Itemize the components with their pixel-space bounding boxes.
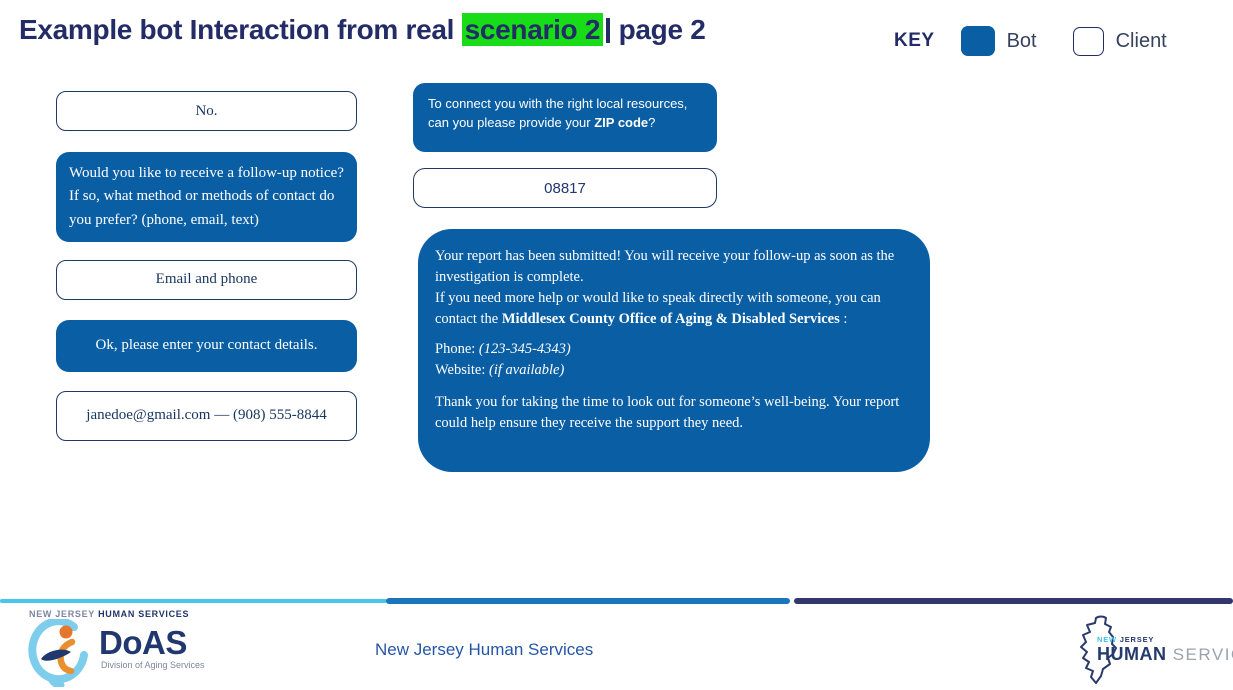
- doas-topline-newjersey: NEW JERSEY: [29, 609, 99, 619]
- doas-acronym: DoAS: [99, 624, 187, 661]
- chat-bubble-client: janedoe@gmail.com — (908) 555-8844: [56, 390, 357, 441]
- title-text-pre: Example bot Interaction from real: [19, 14, 462, 45]
- chat-thread-right: To connect you with the right local reso…: [413, 83, 717, 208]
- chat-thread-left: No. Would you like to receive a follow-u…: [56, 91, 357, 441]
- chat-bubble-bot: Ok, please enter your contact details.: [56, 319, 357, 372]
- doas-person-icon: [28, 619, 88, 687]
- footer-divider-navy: [794, 598, 1233, 604]
- bot-color-swatch: [960, 26, 995, 56]
- chat-bubble-bot-final: Your report has been submitted! You will…: [418, 229, 930, 472]
- final-line2-post: :: [839, 311, 848, 328]
- final-paragraph-1: Your report has been submitted! You will…: [435, 246, 910, 330]
- client-color-swatch: [1072, 26, 1104, 56]
- njhs-small-line: NEW JERSEY: [1097, 635, 1233, 644]
- phone-label: Phone:: [435, 341, 479, 358]
- thanks-text: Thank you for taking the time to look ou…: [435, 394, 900, 432]
- njhs-big-line: HUMAN SERVICES: [1097, 644, 1233, 665]
- njhs-human: HUMAN: [1097, 644, 1167, 664]
- njhs-services: SERVICES: [1172, 645, 1233, 664]
- footer-divider-cyan: [0, 599, 387, 603]
- doas-topline-humanservices: HUMAN SERVICES: [98, 609, 190, 619]
- njhs-logo-text: NEW JERSEY HUMAN SERVICES: [1097, 635, 1233, 665]
- title-text-post: page 2: [611, 14, 706, 45]
- final-paragraph-thanks: Thank you for taking the time to look ou…: [435, 392, 910, 434]
- client-label: Client: [1115, 29, 1167, 52]
- chat-bubble-bot: Would you like to receive a follow-up no…: [56, 152, 357, 242]
- zip-prompt-bold: ZIP code: [594, 114, 649, 130]
- final-paragraph-contact: Phone: (123-345-4343) Website: (if avail…: [435, 339, 910, 381]
- legend-key: KEY Bot Client: [894, 26, 1167, 56]
- doas-logo-topline: NEW JERSEY HUMAN SERVICES: [29, 609, 189, 619]
- doas-subtitle: Division of Aging Services: [101, 660, 205, 670]
- footer-center-text: New Jersey Human Services: [375, 640, 594, 659]
- final-line2-pre: If you need more help or would like to s…: [435, 290, 881, 328]
- chat-bubble-bot: To connect you with the right local reso…: [413, 83, 717, 152]
- title-highlight: scenario 2: [461, 13, 604, 46]
- website-label: Website:: [435, 362, 489, 379]
- njhs-logo: NEW JERSEY HUMAN SERVICES: [1072, 614, 1233, 686]
- page-title: Example bot Interaction from real scenar…: [19, 13, 706, 46]
- bot-label: Bot: [1006, 29, 1037, 52]
- new-jersey-state-outline-icon: [1080, 615, 1117, 684]
- website-value: (if available): [489, 362, 565, 379]
- zip-prompt-pre: To connect you with the right local reso…: [428, 96, 688, 130]
- njhs-jersey: JERSEY: [1119, 635, 1155, 644]
- zip-prompt-post: ?: [648, 114, 656, 130]
- chat-bubble-client: Email and phone: [56, 259, 357, 300]
- chat-bubble-client: No.: [56, 91, 357, 131]
- key-label: KEY: [894, 30, 935, 51]
- final-line1: Your report has been submitted! You will…: [435, 248, 895, 286]
- final-line2-office: Middlesex County Office of Aging & Disab…: [501, 311, 840, 328]
- chat-bubble-client: 08817: [413, 168, 717, 208]
- njhs-new: NEW: [1097, 635, 1120, 644]
- text-cursor: [606, 18, 611, 43]
- footer-divider-blue: [386, 598, 790, 604]
- phone-value: (123-345-4343): [478, 341, 571, 358]
